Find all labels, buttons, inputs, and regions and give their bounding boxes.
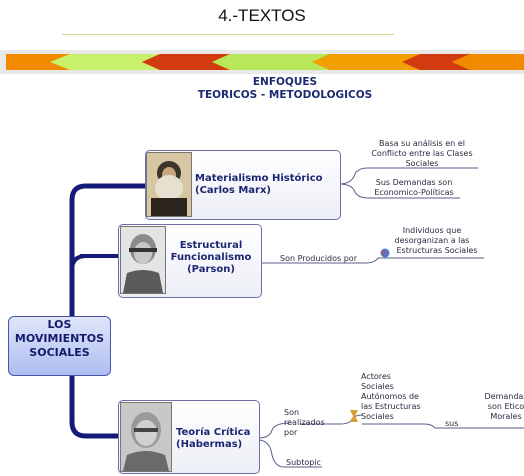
sub-line — [362, 423, 524, 429]
text-line: por — [284, 428, 298, 437]
text-line: las Estructuras — [361, 402, 421, 411]
title-underline — [62, 34, 394, 35]
heading-line: ENFOQUES — [252, 76, 318, 88]
habermas-title-line: (Habermas) — [176, 439, 243, 450]
parson-title-line: Funcionalismo — [170, 252, 252, 263]
central-topic-box[interactable] — [8, 316, 111, 376]
banner-segment — [452, 54, 524, 70]
text-line: Sociales — [361, 382, 394, 391]
decorative-banner — [0, 50, 524, 74]
heading-line: TEORICOS - METODOLOGICOS — [197, 89, 373, 101]
banner-segment — [50, 54, 160, 70]
text-line: Actores — [361, 372, 391, 381]
text-line: Morales — [490, 412, 522, 421]
trunk-line — [69, 374, 118, 439]
sub-line — [338, 183, 460, 199]
sub-line — [257, 422, 291, 439]
text-line: Son — [284, 408, 300, 417]
habermas-subtopic[interactable]: Subtopic — [286, 458, 321, 467]
diagram-heading: ENFOQUES TEORICOS - METODOLOGICOS — [160, 76, 410, 102]
habermas-title-line: Teoría Crítica — [176, 427, 251, 438]
habermas-title: Teoría Crítica (Habermas) — [176, 427, 250, 451]
slide-title: 4.-TEXTOS — [218, 6, 306, 25]
banner-segment — [142, 54, 230, 70]
marx-title-line: (Carlos Marx) — [195, 185, 271, 196]
habermas-actors[interactable]: Actores Sociales Autónomos de las Estruc… — [361, 372, 421, 422]
text-line: Individuos que — [402, 226, 462, 235]
central-line: LOS — [47, 318, 72, 331]
text-line: Economico-Políticas — [374, 188, 454, 197]
parson-portrait — [120, 226, 166, 294]
text-line: Sus Demandas son — [375, 178, 453, 187]
banner-segment — [312, 54, 420, 70]
trunk-line — [69, 183, 145, 316]
text-line: Sociales — [361, 412, 394, 421]
parson-title-line: Estructural — [179, 240, 243, 251]
hourglass-icon — [350, 410, 358, 422]
parson-link-label[interactable]: Son Producidos por — [280, 254, 357, 263]
text-line: Sociales — [405, 159, 439, 168]
text-line: son Etico — [487, 402, 524, 411]
banner-segment — [212, 54, 330, 70]
globe-icon — [380, 248, 392, 258]
parson-sub1[interactable]: Individuos que desorganizan a las Estruc… — [380, 226, 484, 256]
sub-line — [338, 167, 478, 185]
marx-sub1[interactable]: Basa su análisis en el Conflicto entre l… — [366, 139, 478, 169]
sub-line — [257, 439, 322, 468]
parson-title: Estructural Funcionalismo (Parson) — [163, 240, 259, 276]
marx-title-line: Materialismo Histórico — [195, 173, 323, 184]
central-line: SOCIALES — [29, 346, 90, 359]
branch-line — [70, 254, 87, 271]
habermas-sus[interactable]: sus — [445, 419, 459, 428]
marx-portrait — [146, 152, 192, 217]
text-line: realizados — [284, 418, 325, 427]
habermas-demands[interactable]: Demandas son Etico Morales — [476, 392, 524, 422]
sub-line — [260, 257, 484, 264]
habermas-portrait — [120, 402, 172, 472]
habermas-link[interactable]: Son realizados por — [284, 408, 325, 438]
banner-segment — [402, 54, 470, 70]
text-line: Basa su análisis en el — [379, 139, 465, 148]
central-topic-label: LOS MOVIMIENTOS SOCIALES — [8, 318, 111, 360]
text-line: desorganizan a las — [394, 236, 470, 245]
text-line: Estructuras Sociales — [396, 246, 478, 255]
parson-title-line: (Parson) — [187, 264, 235, 275]
text-line: Conflicto entre las Clases — [371, 149, 473, 158]
marx-title: Materialismo Histórico (Carlos Marx) — [195, 173, 323, 197]
central-line: MOVIMIENTOS — [14, 332, 105, 345]
text-line: Demandas — [484, 392, 524, 401]
text-line: Autónomos de — [361, 392, 419, 401]
marx-sub2[interactable]: Sus Demandas son Economico-Políticas — [366, 178, 462, 198]
